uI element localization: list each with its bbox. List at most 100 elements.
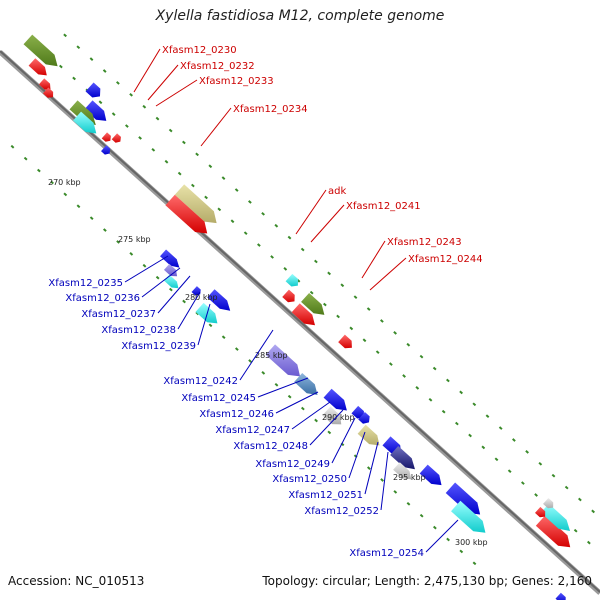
skew-dot <box>433 525 437 530</box>
skew-dot <box>415 386 420 390</box>
gene-arrow <box>445 482 481 515</box>
gene-arrow <box>195 302 218 324</box>
gene-arrow <box>419 464 442 486</box>
gene-arrow <box>69 100 96 125</box>
gene-arrow <box>42 87 54 98</box>
tick-label: 280 kbp <box>185 293 218 302</box>
skew-dot <box>164 159 169 164</box>
gene-arrow <box>28 58 47 76</box>
gene-label-bottom: Xfasm12_0242 <box>163 376 238 387</box>
gene-label-top: Xfasm12_0234 <box>233 104 308 115</box>
skew-dot <box>142 104 147 109</box>
skew-dot <box>221 335 226 340</box>
tick-label: 275 kbp <box>118 235 151 244</box>
skew-dot <box>287 235 292 240</box>
gene-arrow <box>322 406 342 425</box>
gene-labels: Xfasm12_0230Xfasm12_0232Xfasm12_0233Xfas… <box>48 45 482 559</box>
skew-dot <box>168 128 173 133</box>
gene-label-top: adk <box>328 186 346 197</box>
skew-dot <box>314 418 318 423</box>
gene-arrow <box>174 184 217 224</box>
leader-line <box>177 291 201 330</box>
gene-arrow <box>38 78 51 90</box>
skew-dot <box>300 247 305 252</box>
gene-label-bottom: Xfasm12_0254 <box>349 548 424 559</box>
skew-dot <box>534 493 538 497</box>
skew-dot <box>512 438 516 442</box>
skew-dot <box>525 450 529 454</box>
skew-dot <box>472 402 477 407</box>
leader-line <box>197 303 211 346</box>
skew-dot <box>208 323 213 328</box>
skew-dot <box>446 537 450 542</box>
skew-dot <box>234 188 239 192</box>
skew-dot <box>336 314 340 319</box>
leader-line <box>310 204 345 243</box>
leader-line <box>291 401 331 430</box>
skew-dot <box>340 283 345 288</box>
gc-skew-dot-tracks <box>10 33 595 566</box>
gene-arrow <box>338 334 352 349</box>
skew-dot <box>204 195 208 200</box>
gene-arrow <box>390 446 415 470</box>
skew-dot <box>76 45 81 50</box>
skew-dot <box>455 421 459 426</box>
gene-arrow <box>160 249 180 268</box>
skew-dot <box>591 509 595 514</box>
skew-dot <box>261 371 266 375</box>
leader-line <box>275 391 319 414</box>
skew-dot <box>103 228 107 232</box>
leader-line <box>124 255 169 283</box>
skew-dot <box>63 192 68 197</box>
skew-dot <box>301 406 305 411</box>
skew-dot <box>23 156 28 161</box>
gene-label-bottom: Xfasm12_0239 <box>121 341 196 352</box>
gene-label-bottom: Xfasm12_0247 <box>215 425 290 436</box>
leader-line <box>348 431 366 479</box>
gene-arrow <box>282 289 295 303</box>
gene-label-bottom: Xfasm12_0235 <box>48 278 123 289</box>
leader-line <box>331 417 356 464</box>
skew-dot <box>353 295 358 299</box>
skew-dot <box>551 473 556 478</box>
gene-label-bottom: Xfasm12_0237 <box>81 309 156 320</box>
tick-label: 290 kbp <box>322 413 355 422</box>
gene-arrow <box>555 592 566 600</box>
skew-dot <box>349 326 354 331</box>
skew-dot <box>261 212 265 216</box>
skew-dot <box>564 485 569 490</box>
skew-dot <box>375 350 380 355</box>
skew-dot <box>177 171 182 176</box>
skew-dot <box>406 342 411 347</box>
skew-dot <box>76 204 81 209</box>
skew-dot <box>138 136 142 140</box>
skew-dot <box>573 528 578 533</box>
gene-label-bottom: Xfasm12_0251 <box>288 490 363 501</box>
skew-dot <box>459 390 463 395</box>
leader-line <box>147 64 179 101</box>
gene-features <box>23 34 571 600</box>
gene-label-bottom: Xfasm12_0249 <box>255 459 330 470</box>
skew-dot <box>419 513 424 518</box>
skew-dot <box>314 259 318 264</box>
skew-dot <box>217 207 222 212</box>
skew-dot <box>393 331 397 335</box>
skew-dot <box>287 394 292 399</box>
gene-arrow <box>358 411 370 424</box>
gene-arrow <box>291 303 316 326</box>
leader-line <box>425 519 459 553</box>
gene-arrow <box>543 497 554 509</box>
leader-line <box>295 189 327 235</box>
skew-dot <box>248 359 252 363</box>
gene-arrow <box>540 503 571 531</box>
gene-arrow <box>111 133 121 143</box>
gene-label-top: Xfasm12_0232 <box>180 61 255 72</box>
skew-dot <box>323 302 327 307</box>
skew-dot <box>283 267 288 271</box>
skew-dot <box>182 299 186 304</box>
genome-backbone-core <box>0 50 600 593</box>
skew-dot <box>63 33 67 38</box>
skew-dot <box>432 366 437 371</box>
